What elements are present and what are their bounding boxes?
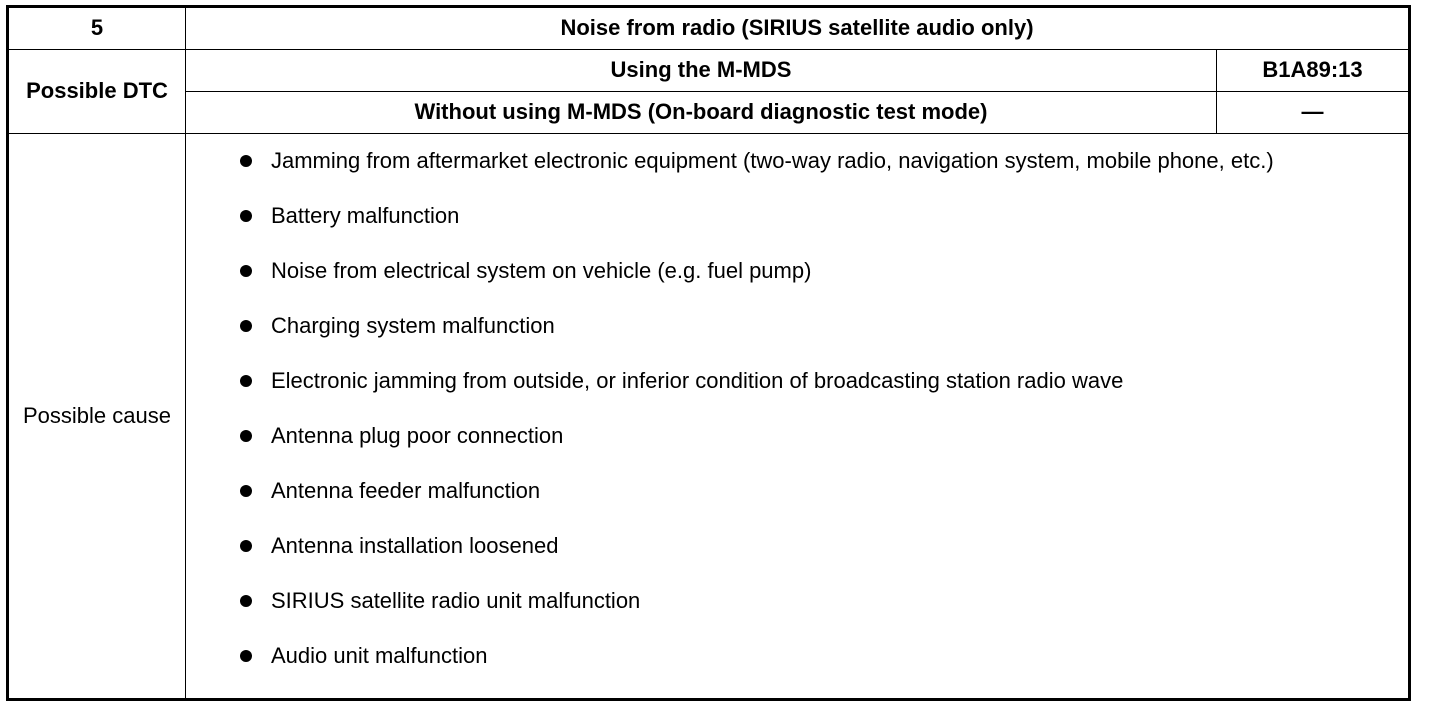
row-divider-cause xyxy=(9,133,1408,134)
column-divider-code xyxy=(1216,50,1217,133)
procedure-title: Noise from radio (SIRIUS satellite audio… xyxy=(560,15,1034,41)
cause-item: SIRIUS satellite radio unit malfunction xyxy=(189,586,1409,616)
bullet-icon xyxy=(240,320,252,332)
cause-item: Jamming from aftermarket electronic equi… xyxy=(189,146,1409,176)
possible-cause-label: Possible cause xyxy=(23,402,171,428)
bullet-icon xyxy=(240,540,252,552)
row-divider-dtc xyxy=(185,91,1408,92)
cause-item: Noise from electrical system on vehicle … xyxy=(189,256,1409,286)
dtc-code-onboard: — xyxy=(1301,99,1324,125)
bullet-icon xyxy=(240,650,252,662)
bullet-icon xyxy=(240,595,252,607)
possible-dtc-label: Possible DTC xyxy=(26,78,168,104)
column-divider-label xyxy=(185,8,186,698)
cause-item: Charging system malfunction xyxy=(189,311,1409,341)
cause-item: Audio unit malfunction xyxy=(189,641,1409,671)
cause-item: Electronic jamming from outside, or infe… xyxy=(189,366,1409,396)
troubleshooting-table: 5 Noise from radio (SIRIUS satellite aud… xyxy=(6,5,1411,701)
cause-item: Antenna plug poor connection xyxy=(189,421,1409,451)
cause-item: Battery malfunction xyxy=(189,201,1409,231)
possible-cause-list: Jamming from aftermarket electronic equi… xyxy=(189,136,1409,671)
cause-item: Antenna installation loosened xyxy=(189,531,1409,561)
bullet-icon xyxy=(240,265,252,277)
dtc-code-mmds: B1A89:13 xyxy=(1262,57,1363,83)
dtc-method-onboard: Without using M-MDS (On-board diagnostic… xyxy=(414,99,988,125)
bullet-icon xyxy=(240,485,252,497)
row-divider-header xyxy=(9,49,1408,50)
dtc-method-mmds: Using the M-MDS xyxy=(610,57,792,83)
bullet-icon xyxy=(240,210,252,222)
cause-item: Antenna feeder malfunction xyxy=(189,476,1409,506)
bullet-icon xyxy=(240,155,252,167)
procedure-number: 5 xyxy=(90,15,104,41)
bullet-icon xyxy=(240,430,252,442)
bullet-icon xyxy=(240,375,252,387)
